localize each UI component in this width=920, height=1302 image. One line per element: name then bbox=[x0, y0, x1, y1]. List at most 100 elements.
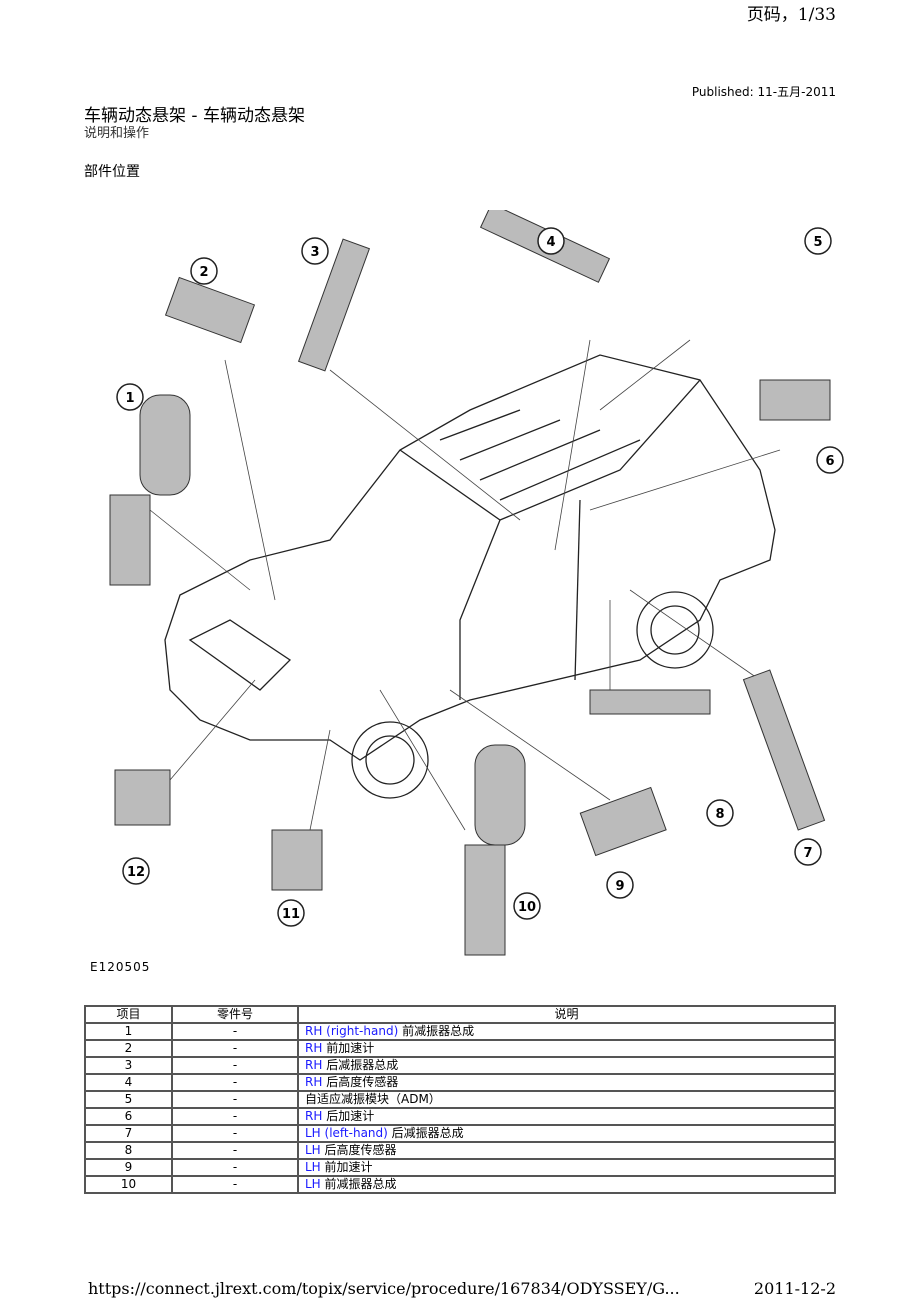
callout-3: 3 bbox=[301, 237, 329, 265]
callout-circle bbox=[301, 237, 329, 265]
item-number: 10 bbox=[84, 1175, 173, 1194]
callout-circle bbox=[706, 799, 734, 827]
callout-5: 5 bbox=[804, 227, 832, 255]
side-link[interactable]: LH (left-hand) bbox=[305, 1126, 388, 1140]
side-link[interactable]: LH bbox=[305, 1160, 321, 1174]
callout-1: 1 bbox=[116, 383, 144, 411]
callout-8: 8 bbox=[706, 799, 734, 827]
item-number: 8 bbox=[84, 1141, 173, 1160]
callout-6: 6 bbox=[816, 446, 844, 474]
callout-number: 11 bbox=[282, 907, 300, 922]
col-description: 说明 bbox=[297, 1005, 836, 1024]
rh-rear-shock bbox=[297, 238, 371, 372]
description: RH 后高度传感器 bbox=[297, 1073, 836, 1092]
lh-front-shock-strut bbox=[464, 844, 506, 956]
description-text: 前减振器总成 bbox=[320, 1177, 397, 1191]
table-row: 2 - RH 前加速计 bbox=[84, 1039, 836, 1058]
side-link[interactable]: RH bbox=[305, 1058, 323, 1072]
description-text: 前减振器总成 bbox=[398, 1024, 475, 1038]
table-row: 10 - LH 前减振器总成 bbox=[84, 1175, 836, 1194]
table-header-row: 项目 零件号 说明 bbox=[84, 1005, 836, 1024]
part-number: - bbox=[171, 1175, 299, 1194]
side-link[interactable]: LH bbox=[305, 1177, 321, 1191]
section-heading: 部件位置 bbox=[84, 164, 140, 180]
lh-rear-height-sensor bbox=[589, 689, 711, 715]
rh-front-height-sensor bbox=[114, 769, 171, 826]
published-date: Published: 11-五月-2011 bbox=[691, 85, 836, 99]
callout-circle bbox=[122, 857, 150, 885]
callout-number: 7 bbox=[803, 846, 812, 861]
callout-circle bbox=[116, 383, 144, 411]
part-number: - bbox=[171, 1124, 299, 1143]
table-row: 3 - RH 后减振器总成 bbox=[84, 1056, 836, 1075]
callout-number: 6 bbox=[825, 454, 834, 469]
description: LH 前加速计 bbox=[297, 1158, 836, 1177]
description: LH 前减振器总成 bbox=[297, 1175, 836, 1194]
item-number: 1 bbox=[84, 1022, 173, 1041]
col-item: 项目 bbox=[84, 1005, 173, 1024]
callout-circle bbox=[513, 892, 541, 920]
callout-2: 2 bbox=[190, 257, 218, 285]
lh-front-accelerometer bbox=[579, 786, 667, 857]
side-link[interactable]: LH bbox=[305, 1143, 321, 1157]
callout-number: 1 bbox=[125, 391, 134, 406]
callout-number: 9 bbox=[615, 879, 624, 894]
table-row: 8 - LH 后高度传感器 bbox=[84, 1141, 836, 1160]
description: 自适应减振模块（ADM） bbox=[297, 1090, 836, 1109]
description: LH 后高度传感器 bbox=[297, 1141, 836, 1160]
description-text: 前加速计 bbox=[320, 1160, 373, 1174]
component-drawings bbox=[109, 210, 831, 956]
table-row: 6 - RH 后加速计 bbox=[84, 1107, 836, 1126]
footer-url: https://connect.jlrext.com/topix/service… bbox=[88, 1279, 680, 1298]
item-number: 4 bbox=[84, 1073, 173, 1092]
rh-rear-accelerometer bbox=[759, 379, 831, 421]
page-title: 车辆动态悬架 - 车辆动态悬架 bbox=[84, 106, 305, 126]
callout-circle bbox=[804, 227, 832, 255]
side-link[interactable]: RH bbox=[305, 1109, 323, 1123]
col-part-number: 零件号 bbox=[171, 1005, 299, 1024]
table-row: 1 - RH (right-hand) 前减振器总成 bbox=[84, 1022, 836, 1041]
lh-front-shock bbox=[474, 744, 526, 846]
callout-7: 7 bbox=[794, 838, 822, 866]
item-number: 7 bbox=[84, 1124, 173, 1143]
figure-id: E120505 bbox=[90, 960, 151, 974]
part-number: - bbox=[171, 1090, 299, 1109]
table-row: 4 - RH 后高度传感器 bbox=[84, 1073, 836, 1092]
callout-10: 10 bbox=[513, 892, 541, 920]
callout-circle bbox=[537, 227, 565, 255]
description-text: 后减振器总成 bbox=[387, 1126, 464, 1140]
description: LH (left-hand) 后减振器总成 bbox=[297, 1124, 836, 1143]
callout-circle bbox=[794, 838, 822, 866]
description: RH (right-hand) 前减振器总成 bbox=[297, 1022, 836, 1041]
description-text: 前加速计 bbox=[322, 1041, 375, 1055]
callout-number: 5 bbox=[813, 235, 822, 250]
callout-circle bbox=[190, 257, 218, 285]
callout-12: 12 bbox=[122, 857, 150, 885]
callout-circle bbox=[606, 871, 634, 899]
table-row: 5 - 自适应减振模块（ADM） bbox=[84, 1090, 836, 1109]
item-number: 3 bbox=[84, 1056, 173, 1075]
part-number: - bbox=[171, 1039, 299, 1058]
part-number: - bbox=[171, 1107, 299, 1126]
part-number: - bbox=[171, 1022, 299, 1041]
callout-11: 11 bbox=[277, 899, 305, 927]
side-link[interactable]: RH bbox=[305, 1041, 323, 1055]
side-link[interactable]: RH bbox=[305, 1075, 323, 1089]
table-row: 7 - LH (left-hand) 后减振器总成 bbox=[84, 1124, 836, 1143]
leader-lines bbox=[149, 339, 781, 831]
callout-number: 2 bbox=[199, 265, 208, 280]
lh-rear-shock bbox=[742, 669, 826, 831]
item-number: 6 bbox=[84, 1107, 173, 1126]
description-text: 后加速计 bbox=[322, 1109, 375, 1123]
vehicle-outline bbox=[164, 354, 776, 799]
description-text: 后高度传感器 bbox=[322, 1075, 399, 1089]
rh-front-accelerometer bbox=[164, 276, 256, 344]
callout-number: 10 bbox=[518, 900, 536, 915]
callout-number: 3 bbox=[310, 245, 319, 260]
callout-9: 9 bbox=[606, 871, 634, 899]
side-link[interactable]: RH (right-hand) bbox=[305, 1024, 399, 1038]
description-text: 自适应减振模块（ADM） bbox=[305, 1092, 441, 1106]
